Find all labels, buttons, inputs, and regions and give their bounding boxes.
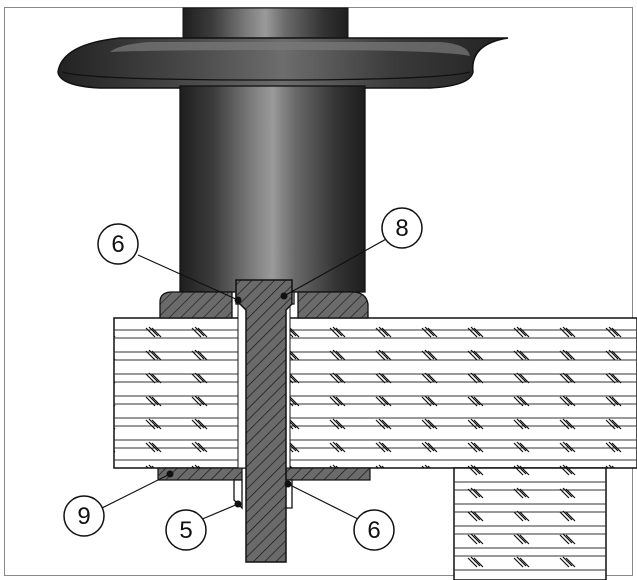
flange-cap bbox=[57, 37, 509, 89]
bolt bbox=[235, 279, 293, 563]
callout-8: 8 bbox=[381, 207, 423, 249]
svg-text:6: 6 bbox=[367, 517, 380, 544]
svg-text:5: 5 bbox=[179, 517, 192, 544]
leader-lines bbox=[97, 237, 389, 521]
bottom-gasket bbox=[157, 467, 371, 481]
callout-6-top: 6 bbox=[97, 223, 139, 265]
main-cylinder bbox=[179, 85, 366, 293]
svg-text:8: 8 bbox=[395, 215, 408, 242]
callout-5: 5 bbox=[165, 509, 207, 551]
lower-panel-block bbox=[453, 467, 607, 580]
layered-panel bbox=[113, 317, 637, 469]
callout-9: 9 bbox=[63, 495, 105, 537]
bottom-nut bbox=[233, 479, 243, 510]
svg-text:6: 6 bbox=[111, 231, 124, 258]
leader-dots bbox=[166, 292, 292, 508]
callout-6-bottom: 6 bbox=[353, 509, 395, 551]
upper-tube bbox=[182, 7, 349, 43]
top-gasket bbox=[159, 291, 369, 319]
svg-text:9: 9 bbox=[77, 503, 90, 530]
